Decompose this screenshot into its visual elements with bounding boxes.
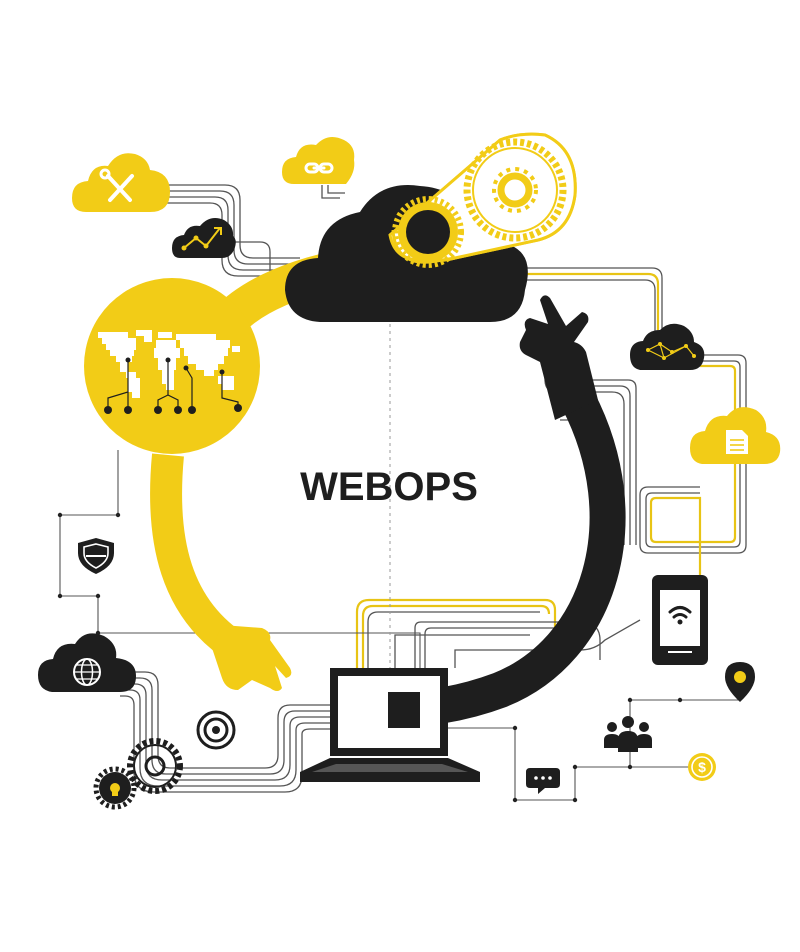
target-icon <box>196 710 236 750</box>
pointing-hand-icon <box>212 625 292 691</box>
team-icon <box>604 716 652 752</box>
analytics-cloud-icon <box>172 218 236 258</box>
tools-cloud-icon <box>72 153 170 212</box>
shield-icon <box>78 538 114 574</box>
gear-icon <box>463 138 567 242</box>
world-map-icon <box>84 278 260 454</box>
link-cloud-icon <box>282 136 355 184</box>
chat-icon <box>526 768 560 794</box>
svg-text:$: $ <box>698 759 706 775</box>
location-pin-icon <box>725 662 755 702</box>
document-cloud-icon <box>690 407 781 464</box>
gear-icon <box>392 196 464 268</box>
gear-chain <box>388 132 577 268</box>
diagram-title: WEBOPS <box>300 465 478 509</box>
dollar-coin-icon: $ <box>688 753 716 781</box>
cogs-icon <box>93 738 183 810</box>
pointing-hand-icon <box>519 295 598 420</box>
globe-cloud-icon <box>38 633 136 692</box>
network-cloud-icon <box>630 323 705 370</box>
laptop-icon <box>300 668 480 782</box>
mobile-wifi-icon <box>652 575 708 665</box>
